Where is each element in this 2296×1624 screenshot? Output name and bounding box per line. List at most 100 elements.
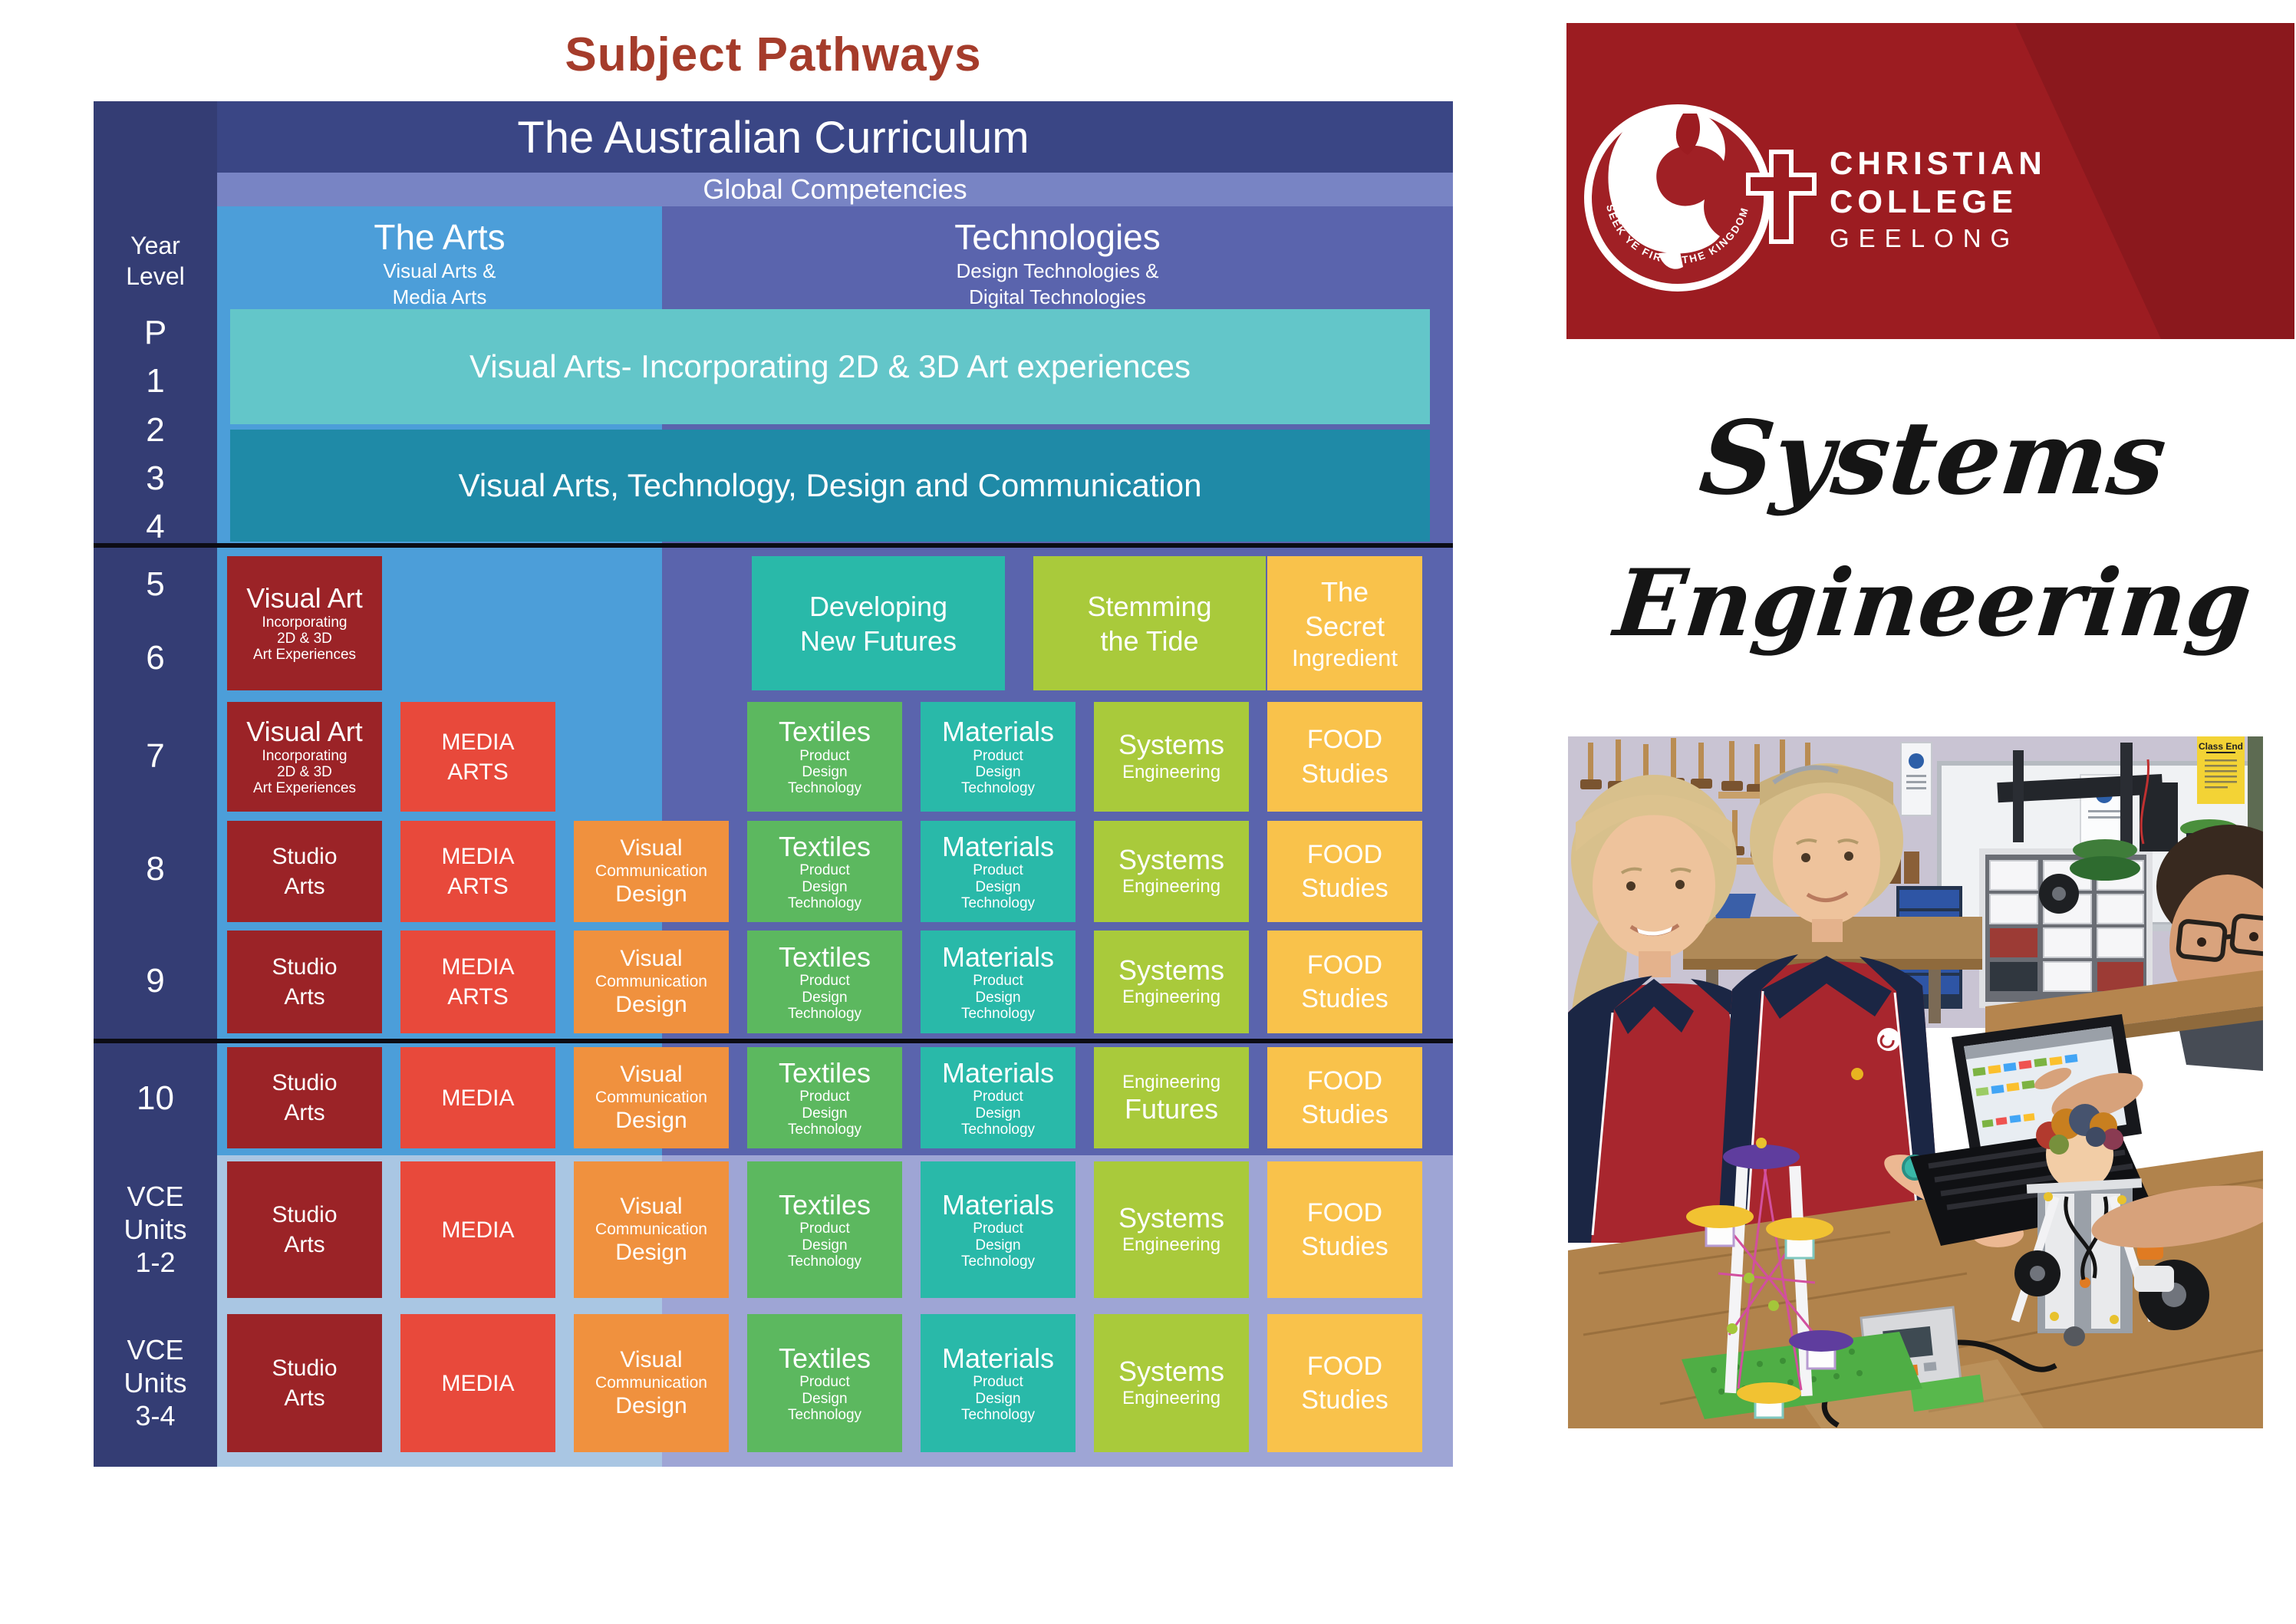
cell-line: Visual bbox=[620, 835, 683, 861]
cell-line: Engineering bbox=[1122, 1234, 1221, 1256]
cell-line: Technology bbox=[960, 1005, 1036, 1022]
cell-line: The bbox=[1320, 575, 1369, 608]
cell-line: Design bbox=[802, 764, 848, 781]
cell-line: Design bbox=[975, 1237, 1021, 1253]
year-label: 7 bbox=[146, 737, 165, 775]
cell-line: Engineering bbox=[1122, 987, 1221, 1008]
technologies-subtitle-1: Design Technologies & bbox=[956, 259, 1159, 283]
canopy-yellow-3 bbox=[1737, 1382, 1801, 1404]
cell-line: Technology bbox=[960, 1121, 1036, 1138]
year-label: 10 bbox=[137, 1079, 174, 1117]
cell-line: Textiles bbox=[778, 830, 871, 862]
college-name-2: COLLEGE bbox=[1830, 183, 2018, 219]
collar bbox=[1614, 979, 1694, 1034]
cell-line: Engineering bbox=[1122, 1388, 1221, 1409]
cell-line: Studies bbox=[1301, 874, 1388, 903]
class-end-title: Class End bbox=[2199, 741, 2243, 752]
cell-line: 2D & 3D bbox=[277, 631, 332, 647]
cell-line: Visual Art bbox=[246, 582, 363, 614]
cell-line: FOOD bbox=[1306, 950, 1383, 980]
cell-line: Communication bbox=[595, 1373, 707, 1392]
cell-line: Studio bbox=[272, 1356, 338, 1381]
canopy-purple-top bbox=[1723, 1145, 1800, 1169]
badge bbox=[1851, 1068, 1863, 1080]
cell-line: FOOD bbox=[1306, 1197, 1383, 1227]
arts-subtitle-2: Media Arts bbox=[392, 285, 487, 308]
cell-line: Studio bbox=[272, 954, 338, 980]
cell-line: Stemming bbox=[1087, 590, 1212, 622]
cell-media: MEDIA bbox=[400, 1314, 555, 1452]
block-code bbox=[1972, 1054, 2078, 1128]
cell-line: Technology bbox=[787, 894, 862, 911]
cell-line: Materials bbox=[941, 940, 1055, 973]
canopy-purple-2 bbox=[1789, 1330, 1853, 1352]
year-level-label: Year Level bbox=[94, 230, 217, 292]
cell-line: Studio bbox=[272, 1202, 338, 1227]
divider-year9-10 bbox=[94, 1039, 1453, 1043]
cell-line: New Futures bbox=[799, 624, 957, 657]
headband bbox=[1772, 765, 1840, 785]
college-wordmark: CHRISTIAN COLLEGE GEELONG bbox=[1830, 145, 2042, 252]
cell-line: Visual bbox=[620, 1347, 683, 1373]
cell-line: Visual Art bbox=[246, 716, 363, 748]
cell-line: Textiles bbox=[778, 1056, 871, 1089]
flame-icon bbox=[1675, 114, 1700, 155]
cell-line: Incorporating bbox=[262, 747, 348, 764]
college-name-3: GEELONG bbox=[1830, 224, 2019, 252]
cell-line: Design bbox=[615, 1393, 687, 1419]
cell-food: FOOD Studies bbox=[1267, 1161, 1422, 1298]
cell-line: Technology bbox=[960, 1406, 1036, 1423]
cell-line: Materials bbox=[941, 830, 1055, 862]
cell-line: Technology bbox=[960, 894, 1036, 911]
year-label-line: 3-4 bbox=[135, 1400, 176, 1432]
cell-line: Technology bbox=[787, 1005, 862, 1022]
cell-line: ARTS bbox=[447, 874, 509, 899]
face bbox=[1593, 813, 1715, 959]
banner-diagonal-shade bbox=[2015, 23, 2294, 339]
cell-line: Incorporating bbox=[262, 614, 348, 631]
face bbox=[1773, 793, 1880, 925]
cell-line: MEDIA bbox=[441, 1217, 515, 1243]
technologies-header: Technologies Design Technologies & Digit… bbox=[662, 209, 1453, 311]
cell-line: ARTS bbox=[447, 984, 509, 1010]
cell-line: Engineering bbox=[1122, 1071, 1221, 1092]
cell-line: Design bbox=[615, 1240, 687, 1266]
cell-line: Design bbox=[975, 1390, 1021, 1407]
cell-line: Design bbox=[802, 1105, 848, 1122]
year-level-line2: Level bbox=[126, 262, 185, 290]
cell-line: Product bbox=[973, 1089, 1023, 1105]
safety-poster bbox=[1900, 742, 1932, 816]
cell-line: Systems bbox=[1118, 1355, 1225, 1387]
cell-line: Communication bbox=[595, 1220, 707, 1238]
canopy-yellow-1 bbox=[1686, 1205, 1754, 1228]
cross-icon bbox=[1746, 150, 1817, 244]
year-label: 9 bbox=[146, 962, 165, 1000]
cell-line: Design bbox=[802, 989, 848, 1006]
classroom-photo: Class End bbox=[1568, 736, 2263, 1428]
cell-line: Product bbox=[973, 1374, 1023, 1391]
cell-line: Studies bbox=[1301, 1232, 1388, 1261]
cell-line: Developing bbox=[809, 590, 948, 622]
year-label-line: Units bbox=[124, 1367, 187, 1399]
cell-line: Design bbox=[615, 992, 687, 1018]
cell-line: Studio bbox=[272, 844, 338, 869]
